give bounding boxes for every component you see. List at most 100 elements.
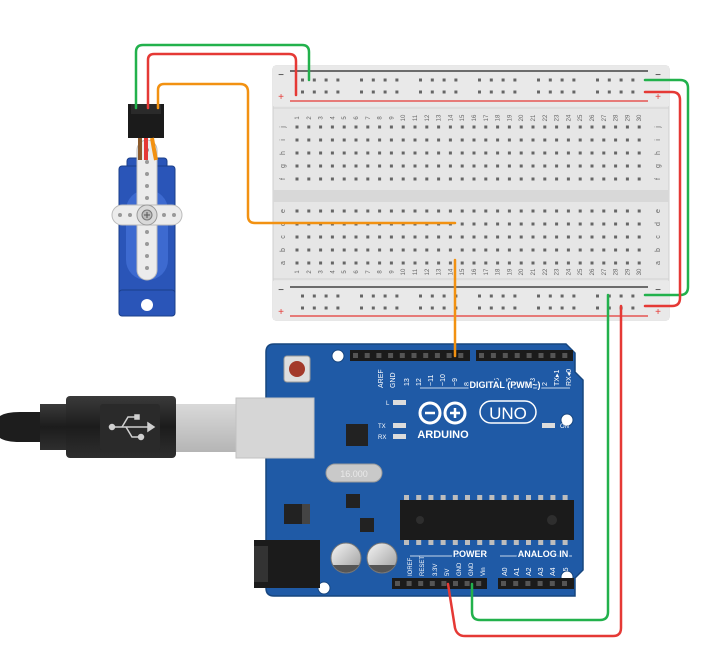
header-pin[interactable] [423,353,429,358]
breadboard-hole[interactable] [578,125,582,129]
rail-hole[interactable] [489,78,493,82]
breadboard-hole[interactable] [401,177,405,181]
wire-rail-vcc-bridge[interactable] [643,90,682,308]
breadboard-hole[interactable] [425,138,429,142]
breadboard-hole[interactable] [507,261,511,265]
rail-hole[interactable] [301,294,304,298]
breadboard-hole[interactable] [484,151,488,155]
header-pin[interactable] [458,353,464,358]
wire-gnd-to-arduino[interactable] [470,293,610,622]
breadboard-hole[interactable] [496,222,500,226]
breadboard-hole[interactable] [625,209,629,213]
breadboard-hole[interactable] [637,138,641,142]
breadboard-hole[interactable] [472,177,476,181]
breadboard-hole[interactable] [330,138,334,142]
breadboard-hole[interactable] [413,248,417,252]
breadboard-hole[interactable] [366,164,370,168]
breadboard-hole[interactable] [590,138,594,142]
breadboard-hole[interactable] [354,125,358,129]
rail-hole[interactable] [478,294,481,298]
wire-5v-to-arduino[interactable] [446,304,623,638]
breadboard-hole[interactable] [507,151,511,155]
breadboard-hole[interactable] [519,125,523,129]
breadboard-hole[interactable] [401,151,405,155]
breadboard-hole[interactable] [614,222,618,226]
breadboard-hole[interactable] [507,235,511,239]
rail-hole[interactable] [631,294,635,298]
breadboard-hole[interactable] [472,151,476,155]
breadboard-hole[interactable] [566,125,570,129]
breadboard-hole[interactable] [319,125,323,129]
breadboard-hole[interactable] [555,222,559,226]
breadboard-hole[interactable] [637,177,641,181]
breadboard-hole[interactable] [378,177,382,181]
rail-hole[interactable] [537,78,540,82]
breadboard-hole[interactable] [448,235,452,239]
breadboard-hole[interactable] [330,261,334,265]
breadboard-hole[interactable] [625,222,629,226]
breadboard-hole[interactable] [637,222,641,226]
rail-hole[interactable] [560,306,564,310]
breadboard-hole[interactable] [578,151,582,155]
breadboard-hole[interactable] [566,138,570,142]
breadboard-hole[interactable] [342,261,346,265]
breadboard-hole[interactable] [578,177,582,181]
breadboard-hole[interactable] [401,235,405,239]
rail-hole[interactable] [560,294,564,298]
breadboard-hole[interactable] [330,151,334,155]
breadboard-hole[interactable] [578,235,582,239]
rail-hole[interactable] [619,294,623,298]
breadboard-hole[interactable] [437,248,441,252]
rail-hole[interactable] [395,294,399,298]
breadboard-hole[interactable] [602,235,606,239]
rail-hole[interactable] [619,78,623,82]
rail-hole[interactable] [572,90,576,94]
rail-hole[interactable] [572,78,576,82]
rail-hole[interactable] [478,90,481,94]
breadboard-hole[interactable] [637,261,641,265]
header-pin[interactable] [364,353,370,358]
rail-hole[interactable] [419,78,422,82]
breadboard-hole[interactable] [484,125,488,129]
breadboard-hole[interactable] [566,261,570,265]
breadboard-hole[interactable] [531,125,535,129]
breadboard-hole[interactable] [330,209,334,213]
breadboard-hole[interactable] [543,261,547,265]
header-pin[interactable] [476,581,482,586]
breadboard-hole[interactable] [496,248,500,252]
breadboard-hole[interactable] [307,261,311,265]
breadboard-hole[interactable] [531,222,535,226]
rail-hole[interactable] [513,78,517,82]
breadboard-hole[interactable] [614,177,618,181]
breadboard-hole[interactable] [602,248,606,252]
breadboard-hole[interactable] [366,235,370,239]
breadboard-hole[interactable] [555,125,559,129]
breadboard-hole[interactable] [389,261,393,265]
breadboard-hole[interactable] [401,209,405,213]
breadboard-hole[interactable] [354,235,358,239]
header-pin[interactable] [514,353,520,358]
breadboard-hole[interactable] [531,151,535,155]
breadboard-hole[interactable] [472,164,476,168]
breadboard-hole[interactable] [354,209,358,213]
breadboard-hole[interactable] [342,151,346,155]
rail-hole[interactable] [607,306,611,310]
breadboard-hole[interactable] [401,164,405,168]
wire-servo-signal[interactable] [156,82,457,225]
breadboard-hole[interactable] [555,151,559,155]
breadboard-hole[interactable] [366,177,370,181]
breadboard-hole[interactable] [484,209,488,213]
breadboard-hole[interactable] [507,222,511,226]
breadboard-hole[interactable] [555,138,559,142]
breadboard-hole[interactable] [519,235,523,239]
breadboard-hole[interactable] [460,235,464,239]
breadboard-hole[interactable] [413,164,417,168]
breadboard-hole[interactable] [590,164,594,168]
rail-hole[interactable] [371,294,375,298]
breadboard-hole[interactable] [484,164,488,168]
breadboard-hole[interactable] [437,235,441,239]
breadboard-hole[interactable] [519,177,523,181]
rail-hole[interactable] [312,78,316,82]
breadboard-hole[interactable] [496,138,500,142]
breadboard-hole[interactable] [437,125,441,129]
